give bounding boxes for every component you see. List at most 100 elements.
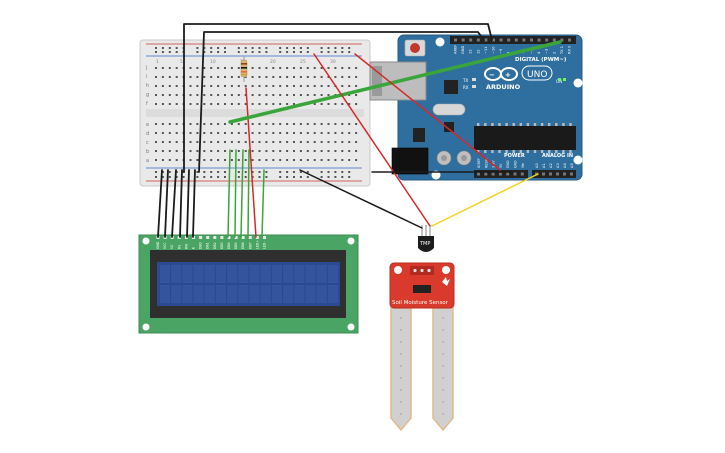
header-pin[interactable] xyxy=(513,172,517,176)
wire-green-thick[interactable] xyxy=(228,40,562,124)
header-pin[interactable] xyxy=(552,38,556,42)
lcd-pin[interactable] xyxy=(199,236,203,239)
header-pin[interactable] xyxy=(560,38,564,42)
breadboard-hole xyxy=(348,47,351,49)
wire-black[interactable] xyxy=(157,169,163,238)
breadboard-hole xyxy=(210,51,213,53)
lcd-cell xyxy=(160,265,170,283)
lcd-pin-label: VCC xyxy=(163,242,167,249)
wire-green[interactable] xyxy=(247,149,250,238)
breadboard-hole xyxy=(189,141,192,143)
lcd-pin-label: DB7 xyxy=(248,242,252,249)
header-pin[interactable] xyxy=(461,38,465,42)
header-pin[interactable] xyxy=(498,172,502,176)
wire-green[interactable] xyxy=(261,169,265,238)
breadboard-hole xyxy=(217,132,220,134)
wire-black[interactable] xyxy=(164,169,169,238)
breadboard-hole xyxy=(272,76,275,78)
wire-black[interactable] xyxy=(198,31,485,173)
header-pin[interactable] xyxy=(514,38,518,42)
breadboard-hole xyxy=(286,176,289,178)
lcd-pin-label: LED- xyxy=(263,242,267,249)
lcd-pin[interactable] xyxy=(241,236,245,239)
header-pin[interactable] xyxy=(454,38,457,42)
header-pin[interactable] xyxy=(568,38,571,42)
chip-leg xyxy=(512,150,515,153)
header-pin[interactable] xyxy=(477,172,480,176)
breadboard-hole xyxy=(334,47,337,49)
wire-black[interactable] xyxy=(183,23,493,173)
analog-header xyxy=(532,170,576,178)
resistor[interactable] xyxy=(240,56,248,82)
header-pin[interactable] xyxy=(522,38,526,42)
breadboard-hole xyxy=(168,123,171,125)
header-pin[interactable] xyxy=(520,172,524,176)
wire-black[interactable] xyxy=(186,169,190,238)
header-pin[interactable] xyxy=(499,38,503,42)
header-pin[interactable] xyxy=(530,38,533,42)
header-pin[interactable] xyxy=(556,172,559,176)
reset-button[interactable] xyxy=(404,39,426,57)
analog-label: ANALOG IN xyxy=(542,153,573,159)
lcd-pin[interactable] xyxy=(248,236,252,239)
lcd-pin[interactable] xyxy=(213,236,217,239)
digital-pin-label: TX 1 xyxy=(560,46,564,55)
soil-moisture-sensor[interactable]: Soil Moisture Sensor xyxy=(389,262,455,432)
sensor-probe-right xyxy=(432,307,454,432)
header-pin[interactable] xyxy=(542,172,545,176)
breadboard-hole xyxy=(334,67,337,69)
breadboard-hole xyxy=(279,85,282,87)
header-pin[interactable] xyxy=(484,172,488,176)
on-led xyxy=(558,78,561,81)
lcd-pin[interactable] xyxy=(206,236,210,239)
breadboard-hole xyxy=(341,103,344,105)
breadboard-hole xyxy=(161,159,164,161)
chip-leg xyxy=(491,123,494,126)
wire-green[interactable] xyxy=(234,149,237,238)
header-pin[interactable] xyxy=(506,172,510,176)
lcd-pin[interactable] xyxy=(220,236,224,239)
header-pin[interactable] xyxy=(476,38,480,42)
lcd-pin[interactable] xyxy=(234,236,238,239)
probe-dot xyxy=(442,341,444,343)
breadboard-hole xyxy=(265,67,268,69)
breadboard-hole xyxy=(237,150,240,152)
header-pin[interactable] xyxy=(570,172,573,176)
wire-red[interactable] xyxy=(313,53,431,227)
breadboard-hole xyxy=(299,171,302,173)
tmp-sensor[interactable]: TMP xyxy=(418,225,434,252)
breadboard-hole xyxy=(217,141,220,143)
wire-black[interactable] xyxy=(171,169,177,238)
breadboard-hole xyxy=(155,85,157,87)
header-pin[interactable] xyxy=(507,38,511,42)
lcd-cell xyxy=(249,285,260,303)
header-pin[interactable] xyxy=(549,172,552,176)
breadboard-hole xyxy=(327,171,330,173)
breadboard-hole xyxy=(168,94,171,96)
wire-red[interactable] xyxy=(245,87,257,238)
header-pin[interactable] xyxy=(491,172,495,176)
wire-black[interactable] xyxy=(192,169,196,238)
breadboard-hole xyxy=(327,123,330,125)
lcd-pin[interactable] xyxy=(263,236,266,239)
wire-red[interactable] xyxy=(354,53,501,171)
lcd-pin[interactable] xyxy=(227,236,231,239)
header-pin[interactable] xyxy=(469,38,473,42)
header-pin[interactable] xyxy=(484,38,488,42)
atmega-chip-legs xyxy=(477,123,572,153)
header-pin[interactable] xyxy=(492,38,495,42)
header-pin[interactable] xyxy=(545,38,549,42)
header-pin[interactable] xyxy=(563,172,566,176)
header-pin[interactable] xyxy=(537,38,541,42)
wire-black[interactable] xyxy=(179,169,183,238)
wire-yellow[interactable] xyxy=(431,173,539,227)
breadboard-hole xyxy=(265,103,268,105)
lcd-pin[interactable] xyxy=(255,236,259,239)
wire-black[interactable] xyxy=(299,169,423,229)
wire-green[interactable] xyxy=(227,149,231,238)
probe-dot xyxy=(442,377,444,379)
wire-green[interactable] xyxy=(240,149,244,238)
power-label: POWER xyxy=(504,153,525,159)
